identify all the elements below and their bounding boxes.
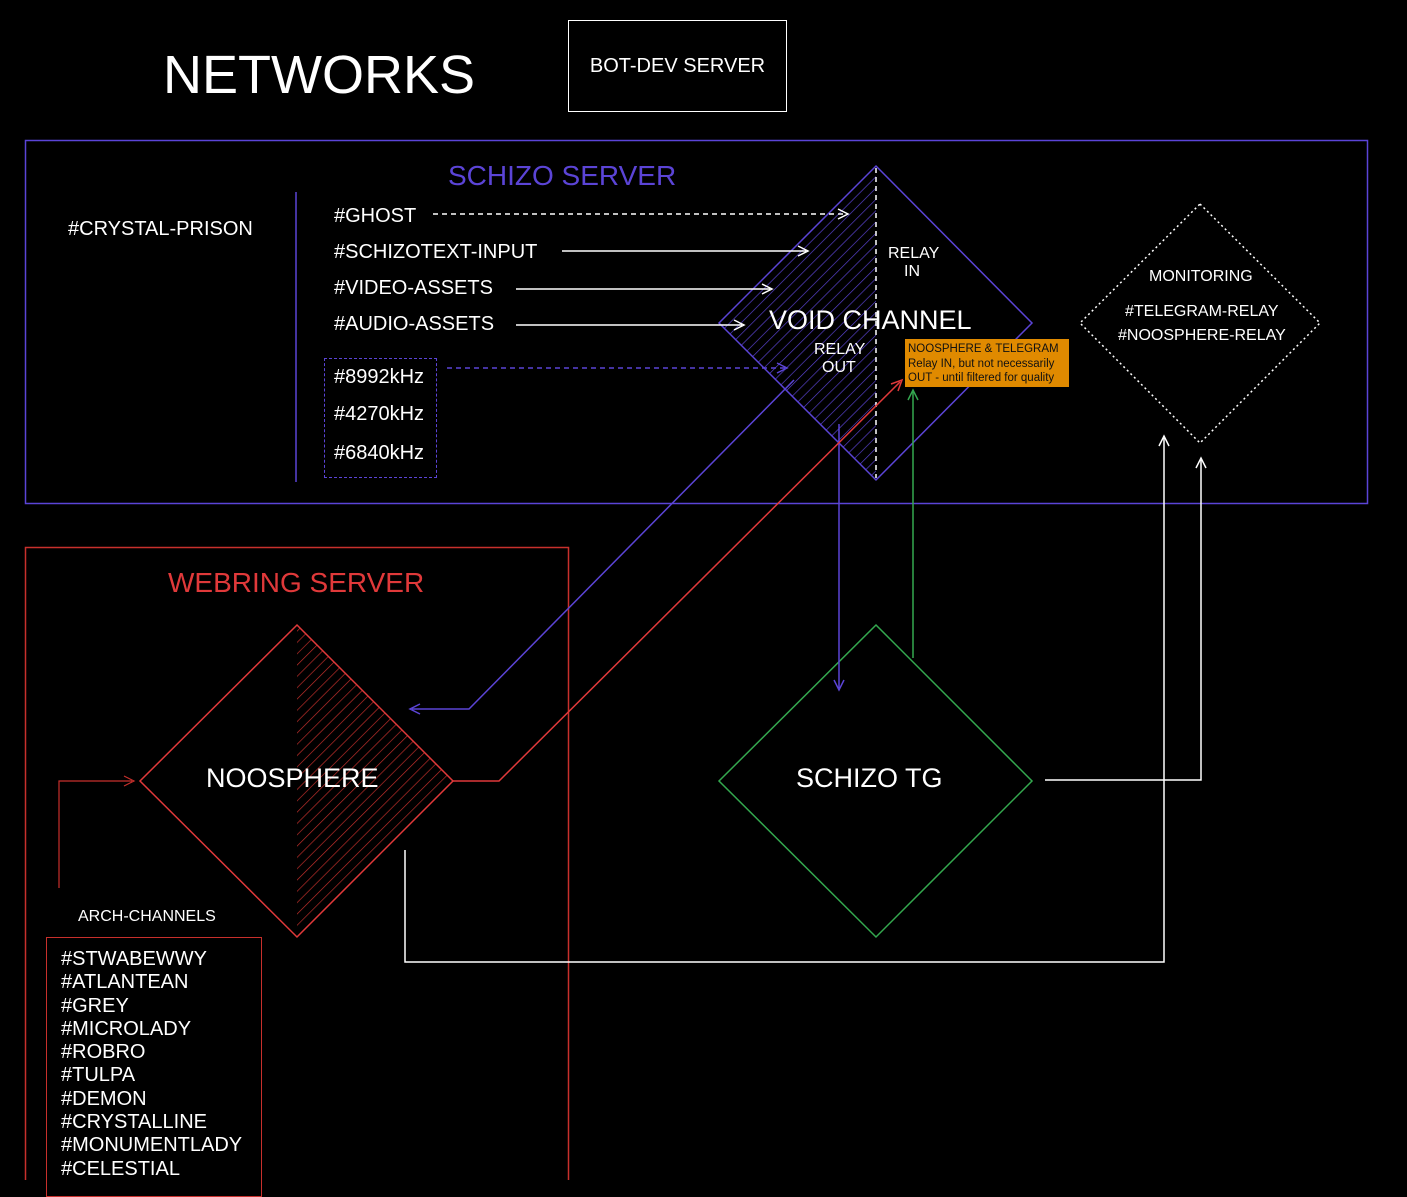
- relay-in-label-1: RELAY: [888, 245, 940, 262]
- webring-server-container: [24, 546, 570, 1180]
- schizo-tg-label: SCHIZO TG: [796, 763, 943, 793]
- arch-channel-item: #STWABEWWY: [61, 948, 207, 970]
- frequency-arrow: [447, 362, 789, 374]
- arch-channel-item: #ROBRO: [61, 1041, 146, 1064]
- channel-ghost: #GHOST: [334, 205, 417, 227]
- webring-server-title: WEBRING SERVER: [168, 567, 425, 598]
- monitoring-node: [1078, 202, 1322, 445]
- channel-arrows: [433, 208, 850, 331]
- arch-channel-item: #DEMON: [61, 1087, 147, 1110]
- relay-in-label-2: IN: [904, 263, 920, 280]
- relay-note: NOOSPHERE & TELEGRAM Relay IN, but not n…: [905, 339, 1069, 387]
- arch-channel-item: #GREY: [61, 994, 129, 1017]
- monitoring-title: MONITORING: [1149, 268, 1253, 285]
- bot-dev-server-label: BOT-DEV SERVER: [589, 54, 766, 77]
- tg-to-void-arrow: [907, 388, 919, 658]
- schizo-tg-node: [717, 623, 1034, 939]
- tg-to-monitoring-arrow: [1045, 456, 1207, 781]
- relay-out-label-2: OUT: [822, 359, 856, 376]
- page-title: NETWORKS: [163, 45, 476, 105]
- monitoring-telegram-relay: #TELEGRAM-RELAY: [1125, 303, 1279, 320]
- arch-channel-item: #ATLANTEAN: [61, 971, 189, 994]
- schizo-server-container: [24, 139, 1369, 505]
- crystal-prison-channel: #CRYSTAL-PRISON: [68, 218, 253, 240]
- channel-video-assets: #VIDEO-ASSETS: [334, 277, 493, 299]
- channel-schizotext-input: #SCHIZOTEXT-INPUT: [334, 241, 538, 263]
- frequency-6840: #6840kHz: [334, 442, 425, 464]
- relay-out-label-1: RELAY: [814, 341, 866, 358]
- arch-to-noosphere-arrow: [58, 775, 136, 888]
- noosphere-to-monitoring-arrow: [404, 434, 1170, 963]
- frequency-8992: #8992kHz: [334, 366, 425, 388]
- monitoring-noosphere-relay: #NOOSPHERE-RELAY: [1118, 327, 1286, 344]
- arch-channel-item: #CRYSTALLINE: [61, 1111, 207, 1134]
- arch-channels-label: ARCH-CHANNELS: [78, 908, 216, 925]
- schizo-server-title: SCHIZO SERVER: [448, 160, 677, 191]
- void-to-noosphere-arrow: [408, 379, 795, 715]
- frequency-4270: #4270kHz: [334, 403, 425, 425]
- arch-channel-item: #MICROLADY: [61, 1017, 192, 1040]
- void-channel-label: VOID CHANNEL: [769, 305, 972, 335]
- noosphere-label: NOOSPHERE: [206, 763, 379, 793]
- bot-dev-server-box: BOT-DEV SERVER: [568, 20, 787, 112]
- frequency-group: [324, 358, 437, 478]
- arch-channel-item: #TULPA: [61, 1064, 136, 1087]
- relay-note-line-3: OUT - until filtered for quality: [908, 372, 1055, 384]
- arch-channels-list: #STWABEWWY #ATLANTEAN #GREY #MICROLADY #…: [46, 937, 262, 1197]
- relay-note-line-1: NOOSPHERE & TELEGRAM: [908, 343, 1059, 355]
- relay-note-line-2: Relay IN, but not necessarily: [908, 357, 1055, 370]
- void-channel-node: [717, 164, 1034, 482]
- arch-channel-item: #MONUMENTLADY: [61, 1134, 243, 1157]
- channel-audio-assets: #AUDIO-ASSETS: [334, 313, 495, 335]
- noosphere-node: [138, 623, 455, 939]
- noosphere-to-void-arrow: [453, 378, 904, 782]
- arch-channel-item: #CELESTIAL: [61, 1157, 180, 1180]
- void-to-tg-arrow: [833, 424, 845, 692]
